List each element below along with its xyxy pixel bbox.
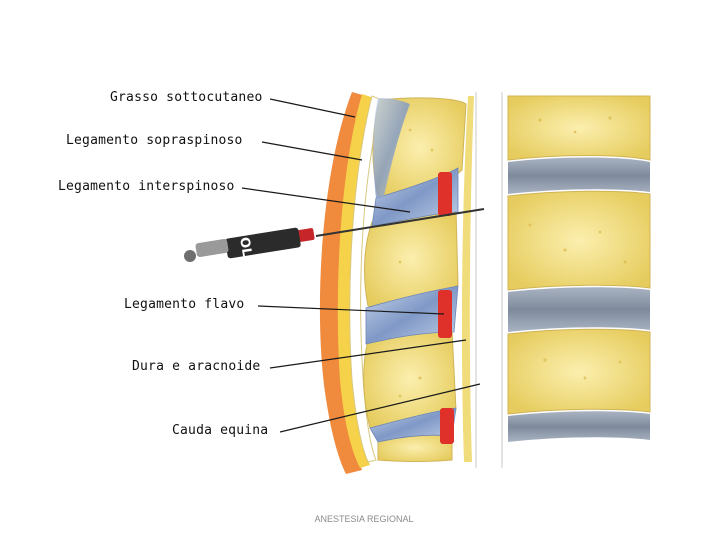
interspinous-ligament-1 bbox=[371, 167, 459, 227]
needle-body bbox=[225, 227, 301, 259]
vertebral-body-2 bbox=[507, 190, 651, 291]
vertebral-body-1 bbox=[507, 95, 651, 161]
intervertebral-disc-1 bbox=[508, 157, 650, 194]
needle-stylet-cap bbox=[195, 239, 229, 257]
label-grasso-sottocutaneo: Grasso sottocutaneo bbox=[110, 90, 263, 105]
supraspinous-ligament bbox=[349, 95, 383, 463]
needle-stylet-knob bbox=[184, 250, 196, 262]
label-legamento-sopraspinoso: Legamento sopraspinoso bbox=[66, 133, 243, 148]
ligamentum-flavum-2 bbox=[438, 290, 452, 338]
spinal-canal bbox=[474, 90, 504, 470]
leader-flavo bbox=[257, 305, 445, 315]
ligamentum-flavum-3 bbox=[440, 408, 454, 444]
dura-layer bbox=[461, 96, 474, 462]
vertebral-body-3 bbox=[507, 328, 651, 415]
leader-grasso bbox=[269, 98, 356, 118]
needle-hub-red bbox=[297, 228, 315, 242]
leader-cauda bbox=[279, 383, 481, 433]
interspinous-ligament-2 bbox=[365, 285, 459, 345]
skin-layer bbox=[319, 92, 366, 474]
label-dura-e-aracnoide: Dura e aracnoide bbox=[132, 359, 261, 374]
label-legamento-flavo: Legamento flavo bbox=[124, 297, 245, 312]
posterior-ligament-top bbox=[373, 98, 410, 198]
footer-caption: ANESTESIA REGIONAL bbox=[314, 514, 414, 524]
spinal-needle: OL bbox=[184, 208, 485, 262]
leader-interspinoso bbox=[241, 187, 411, 213]
label-legamento-interspinoso: Legamento interspinoso bbox=[58, 179, 235, 194]
leader-dura bbox=[269, 339, 467, 369]
bone-texture bbox=[398, 116, 627, 398]
intervertebral-disc-3 bbox=[508, 411, 650, 442]
ligamentum-flavum-1 bbox=[438, 172, 452, 216]
needle-mark: OL bbox=[236, 236, 254, 257]
intervertebral-disc-2 bbox=[508, 287, 650, 332]
needle-shaft bbox=[315, 208, 485, 237]
leader-sopraspinoso bbox=[261, 141, 363, 161]
subcutaneous-fat-layer bbox=[337, 94, 374, 468]
label-cauda-equina: Cauda equina bbox=[172, 423, 269, 438]
